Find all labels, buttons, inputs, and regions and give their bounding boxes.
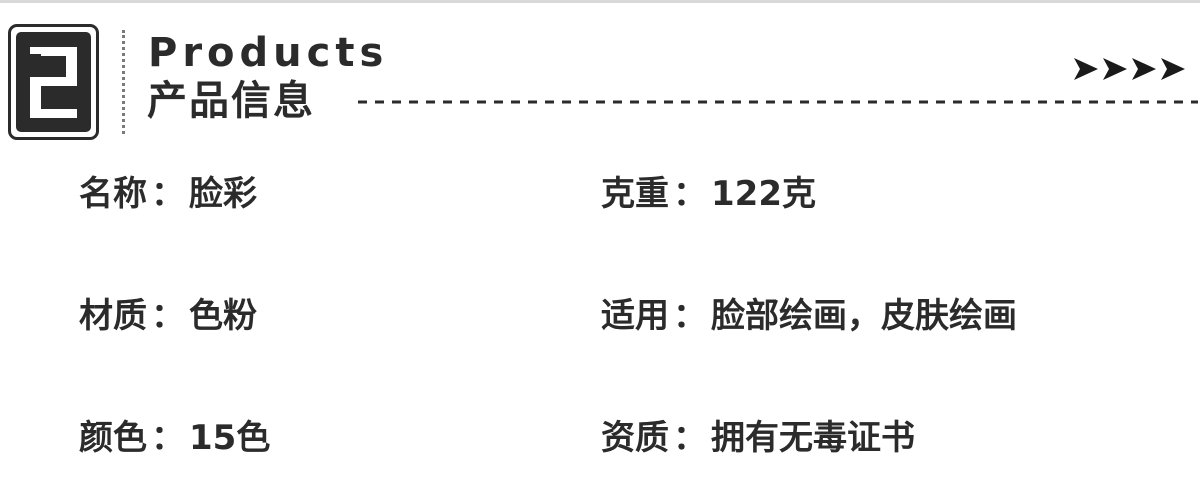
field-color: 颜色：15色	[79, 416, 270, 460]
field-weight-value: 122克	[711, 174, 816, 214]
top-border-line	[0, 0, 1200, 3]
dashed-divider-line	[358, 100, 1198, 104]
field-name: 名称：脸彩	[79, 172, 257, 216]
arrow-right-icon	[1132, 58, 1156, 80]
field-weight: 克重：122克	[601, 172, 816, 216]
field-separator: ：	[673, 174, 707, 214]
field-certificate-label: 资质	[601, 418, 669, 458]
field-usage-label: 适用	[601, 296, 669, 336]
field-usage-value: 脸部绘画，皮肤绘画	[711, 296, 1017, 336]
field-separator: ：	[151, 296, 185, 336]
vertical-dotted-divider	[122, 30, 125, 134]
section-title-chinese: 产品信息	[147, 78, 315, 124]
field-name-value: 脸彩	[189, 174, 257, 214]
field-separator: ：	[151, 418, 185, 458]
arrow-right-icon	[1074, 58, 1098, 80]
field-name-label: 名称	[79, 174, 147, 214]
field-separator: ：	[151, 174, 185, 214]
field-certificate: 资质：拥有无毒证书	[601, 416, 915, 460]
field-color-value: 15色	[189, 418, 271, 458]
badge-fill	[16, 32, 91, 132]
field-material-label: 材质	[79, 296, 147, 336]
field-separator: ：	[673, 418, 707, 458]
number-two-glyph	[30, 47, 77, 118]
number-two-shape	[30, 47, 77, 118]
field-certificate-value: 拥有无毒证书	[711, 418, 915, 458]
arrow-right-icon	[1074, 58, 1185, 80]
section-number-badge	[8, 24, 99, 140]
field-separator: ：	[673, 296, 707, 336]
field-usage: 适用：脸部绘画，皮肤绘画	[601, 294, 1017, 338]
section-title-english: Products	[148, 30, 389, 76]
field-material: 材质：色粉	[79, 294, 257, 338]
arrow-right-icon	[1161, 58, 1185, 80]
field-color-label: 颜色	[79, 418, 147, 458]
field-weight-label: 克重	[601, 174, 669, 214]
arrow-right-icon	[1103, 58, 1127, 80]
field-material-value: 色粉	[189, 296, 257, 336]
